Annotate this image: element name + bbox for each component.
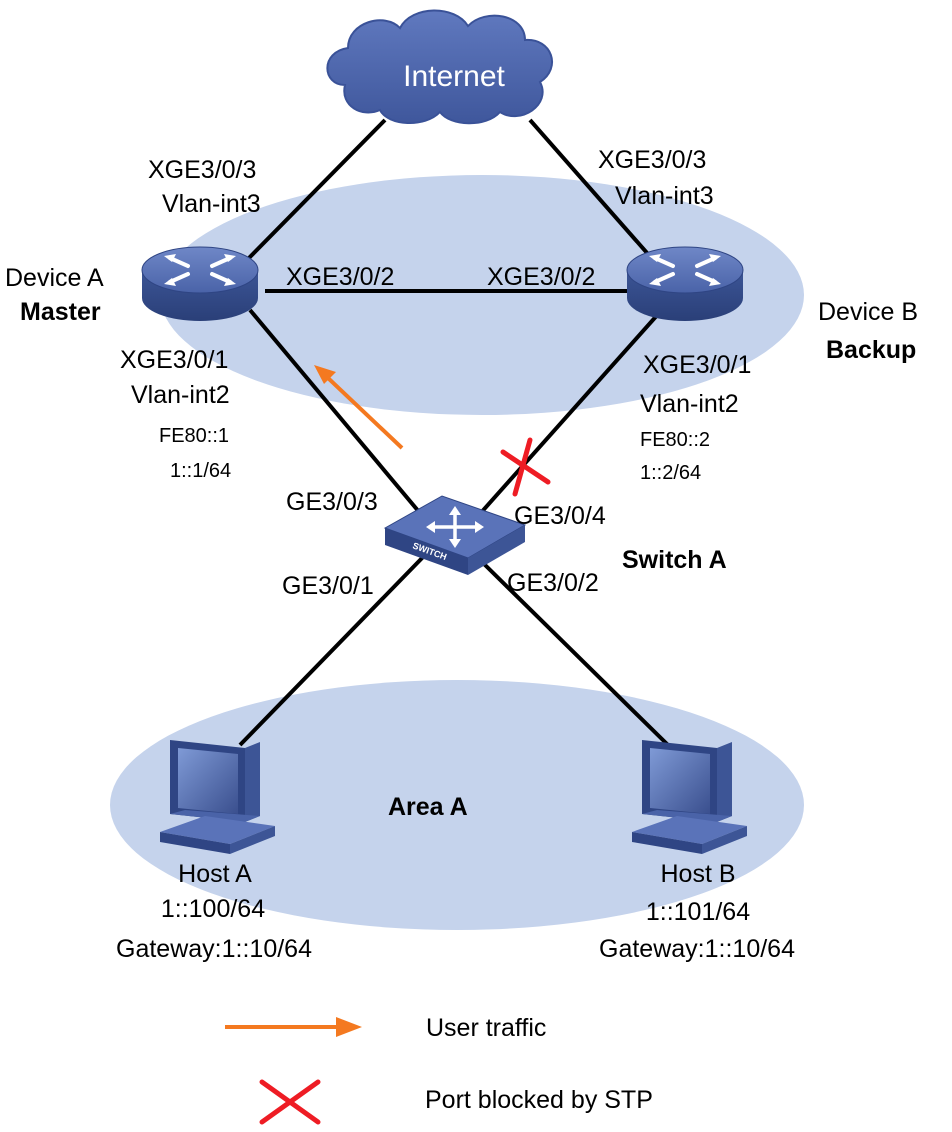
area-a-ellipse	[110, 680, 804, 930]
legend-traffic-label: User traffic	[426, 1014, 546, 1042]
device-a-ipv6: 1::1/64	[170, 460, 231, 482]
user-traffic-arrow-icon	[314, 365, 404, 450]
device-a-down-port: XGE3/0/1	[120, 346, 228, 374]
switch-port-to-device-b: GE3/0/4	[514, 502, 606, 530]
switch-port-to-host-a: GE3/0/1	[282, 572, 374, 600]
device-a-uplink-vlan: Vlan-int3	[162, 190, 261, 218]
switch-a-icon: SWITCH	[383, 495, 527, 575]
host-a-ipv6: 1::100/64	[161, 895, 265, 923]
device-a-down-vlan: Vlan-int2	[131, 381, 230, 409]
device-a-link-local: FE80::1	[159, 425, 229, 447]
link-internet-device-a	[243, 118, 387, 264]
legend-traffic-arrow-icon	[225, 1017, 362, 1037]
device-b-uplink-port: XGE3/0/3	[598, 146, 706, 174]
device-b-down-vlan: Vlan-int2	[640, 390, 739, 418]
host-a-name: Host A	[178, 860, 252, 888]
internet-label: Internet	[403, 60, 505, 93]
device-b-name: Device B	[818, 298, 918, 326]
link-device-a-switch	[248, 308, 432, 527]
blocked-port-icon	[500, 437, 551, 497]
internet-cloud-icon: Internet	[326, 9, 553, 125]
link-switch-host-a	[238, 553, 427, 747]
device-a-peer-port: XGE3/0/2	[286, 263, 394, 291]
device-a-role: Master	[20, 298, 101, 326]
host-b-computer-icon	[632, 740, 747, 854]
device-b-role: Backup	[826, 336, 916, 364]
legend-blocked-label: Port blocked by STP	[425, 1086, 653, 1114]
host-b-name: Host B	[660, 860, 735, 888]
device-b-peer-port: XGE3/0/2	[487, 263, 595, 291]
host-a-computer-icon	[160, 740, 275, 854]
device-b-router-icon	[626, 246, 744, 321]
switch-port-to-host-b: GE3/0/2	[507, 569, 599, 597]
link-device-b-switch	[468, 310, 662, 527]
host-b-gateway: Gateway:1::10/64	[599, 935, 795, 963]
device-b-uplink-vlan: Vlan-int3	[615, 182, 714, 210]
link-internet-device-b	[528, 118, 657, 264]
switch-a-name: Switch A	[622, 546, 727, 574]
host-a-gateway: Gateway:1::10/64	[116, 935, 312, 963]
host-b-ipv6: 1::101/64	[646, 898, 750, 926]
device-b-down-port: XGE3/0/1	[643, 351, 751, 379]
device-a-router-icon	[141, 246, 259, 321]
core-area-ellipse	[160, 175, 804, 415]
device-b-link-local: FE80::2	[640, 429, 710, 451]
link-switch-host-b	[478, 558, 670, 747]
area-label: Area A	[388, 793, 468, 821]
device-a-uplink-port: XGE3/0/3	[148, 156, 256, 184]
device-b-ipv6: 1::2/64	[640, 462, 701, 484]
device-a-name: Device A	[5, 264, 104, 292]
legend: User traffic Port blocked by STP	[225, 1014, 653, 1125]
legend-blocked-icon	[259, 1079, 321, 1125]
switch-port-to-device-a: GE3/0/3	[286, 488, 378, 516]
